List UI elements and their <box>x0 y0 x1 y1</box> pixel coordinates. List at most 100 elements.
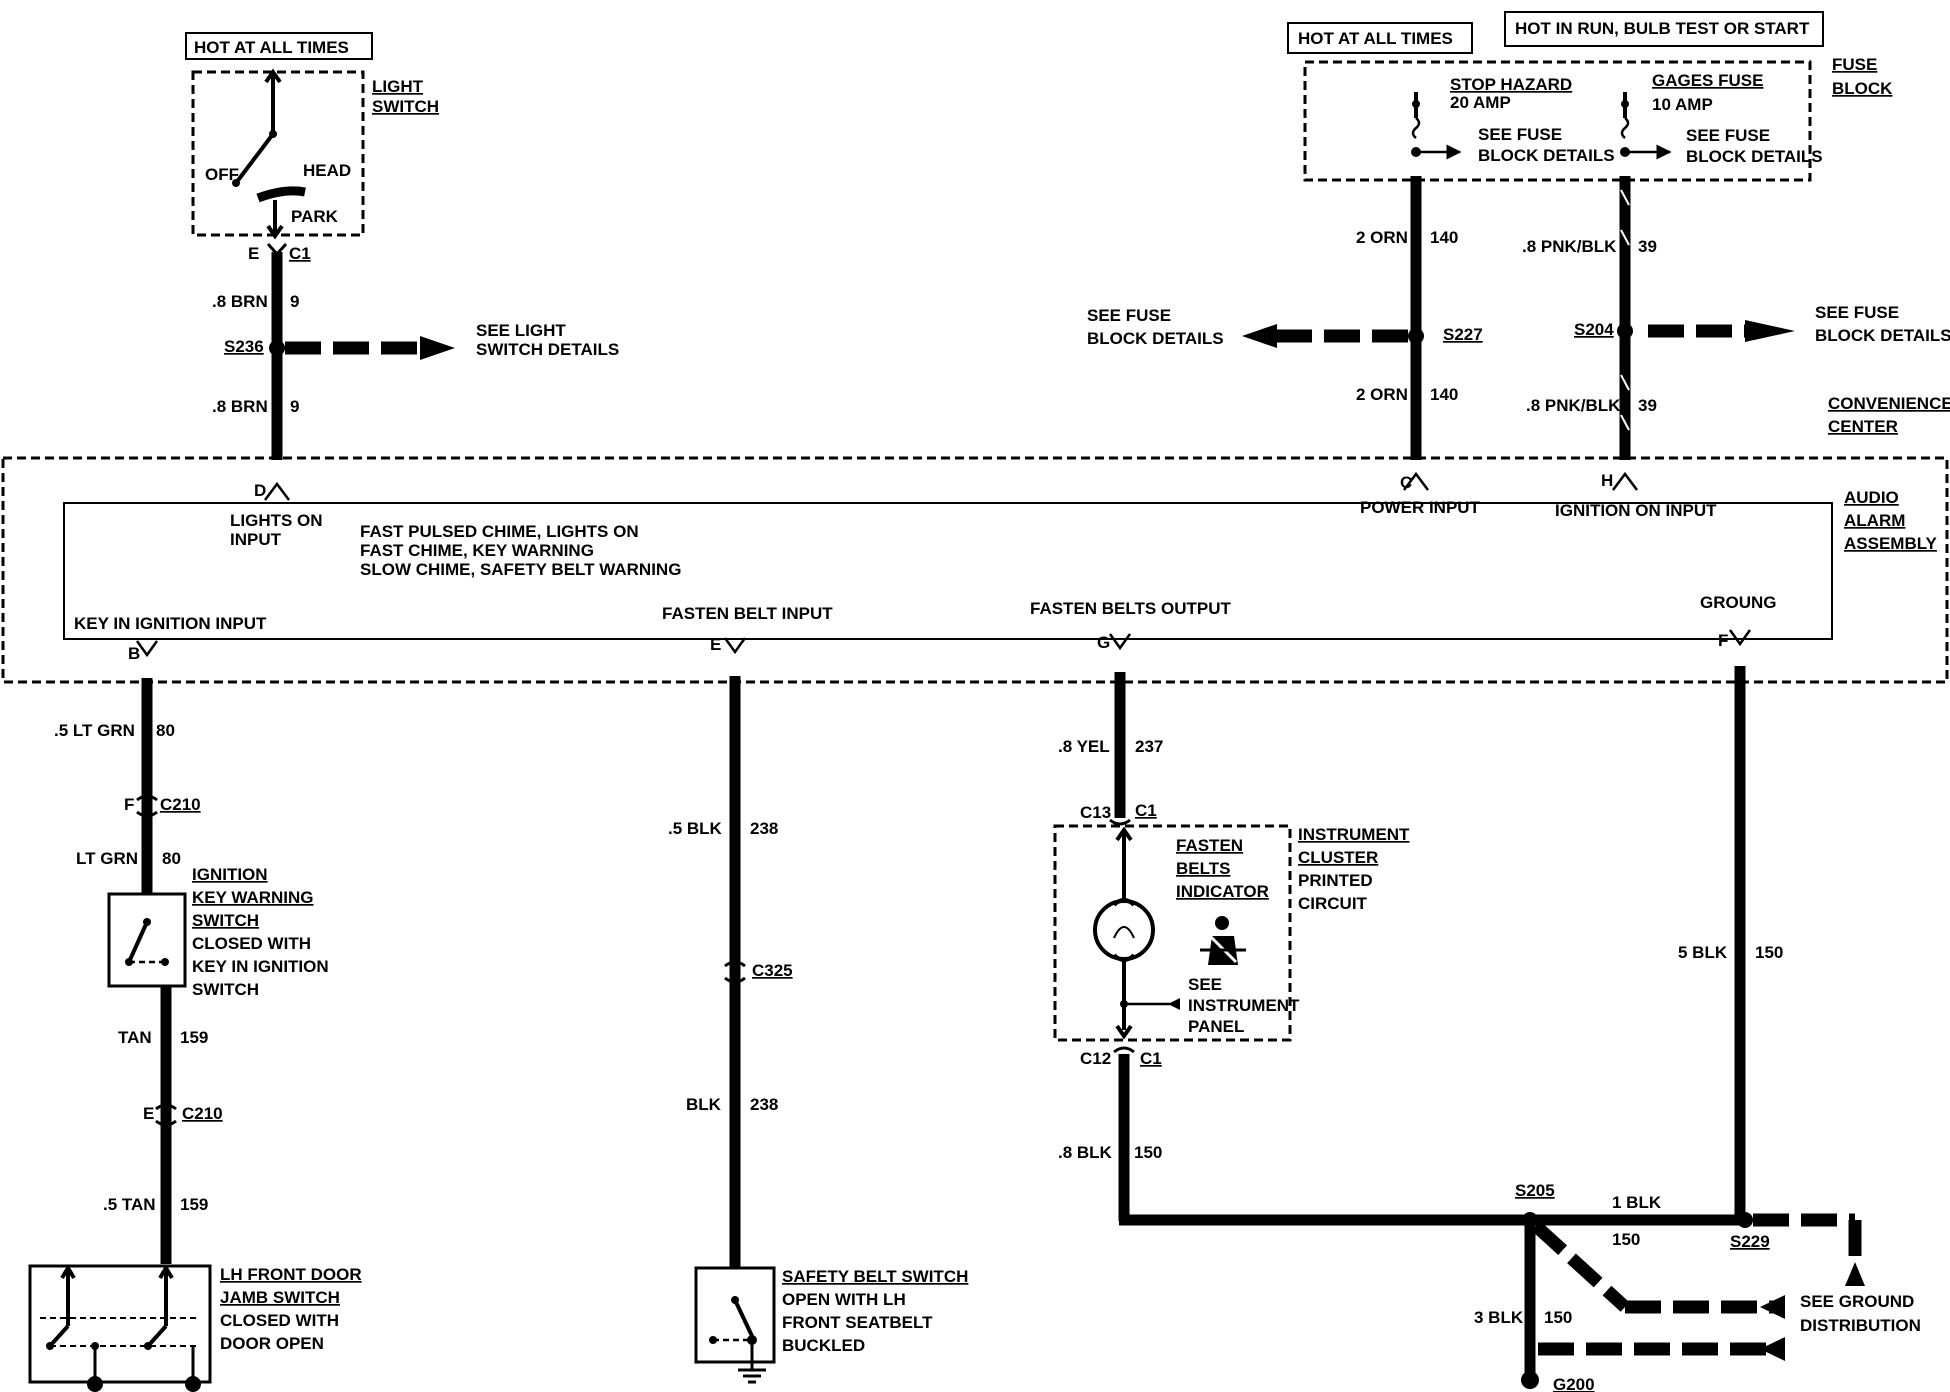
ind-w2-size: .8 BLK <box>1058 1143 1113 1162</box>
gnd-w1-num: 150 <box>1755 943 1783 962</box>
splice-s205 <box>1522 1212 1538 1228</box>
key-c1-name: C210 <box>160 795 201 814</box>
power-circuit-group: 2 ORN 140 S227 SEE FUSE BLOCK DETAILS 2 … <box>1087 176 1483 460</box>
cluster-4: CIRCUIT <box>1298 894 1368 913</box>
fuse-gages <box>1620 117 1630 139</box>
ind-w1-num: 237 <box>1135 737 1163 756</box>
light-switch-head-contact <box>256 186 306 203</box>
gnd-see-1: SEE GROUND <box>1800 1292 1914 1311</box>
audio-alarm-title-2: ALARM <box>1844 511 1905 530</box>
ind-w1-size: .8 YEL <box>1058 737 1110 756</box>
light-switch-title-1: LIGHT <box>372 77 424 96</box>
fuse2-see-2: BLOCK DETAILS <box>1686 147 1823 166</box>
ind-see-1: SEE <box>1188 975 1222 994</box>
ind-1: FASTEN <box>1176 836 1243 855</box>
ign-see-1: SEE FUSE <box>1815 303 1899 322</box>
gnd-w1-size: 5 BLK <box>1678 943 1728 962</box>
alarm-desc-3: SLOW CHIME, SAFETY BELT WARNING <box>360 560 681 579</box>
ind-w2-num: 150 <box>1134 1143 1162 1162</box>
light-switch-hot-label: HOT AT ALL TIMES <box>194 38 349 57</box>
ign-wire-bot-num: 39 <box>1638 396 1657 415</box>
pin-d: D <box>254 481 266 500</box>
gnd-wire-h-size: 1 BLK <box>1612 1193 1662 1212</box>
splice-s229 <box>1737 1212 1753 1228</box>
ignition-key-warning-switch <box>107 892 187 988</box>
splice-s204 <box>1617 323 1633 339</box>
power-see-1: SEE FUSE <box>1087 306 1171 325</box>
ignition-circuit-group: .8 PNK/BLK 39 S204 SEE FUSE BLOCK DETAIL… <box>1522 176 1950 460</box>
fuse1-amp: 20 AMP <box>1450 93 1511 112</box>
key-switch-4: CLOSED WITH <box>192 934 311 953</box>
gnd-w3-size: 3 BLK <box>1474 1308 1524 1327</box>
lights-on-input-1: LIGHTS ON <box>230 511 323 530</box>
convenience-title-2: CENTER <box>1828 417 1898 436</box>
gnd-see-2: DISTRIBUTION <box>1800 1316 1921 1335</box>
fasten-belts-output-label: FASTEN BELTS OUTPUT <box>1030 599 1231 618</box>
fuse-block-title-1: FUSE <box>1832 55 1877 74</box>
pin-g: G <box>1097 633 1110 652</box>
alarm-desc-1: FAST PULSED CHIME, LIGHTS ON <box>360 522 639 541</box>
belt-w2-size: BLK <box>686 1095 722 1114</box>
pin-e: E <box>710 635 721 654</box>
key-w4-size: .5 TAN <box>103 1195 156 1214</box>
door-3: CLOSED WITH <box>220 1311 339 1330</box>
ground-label: GROUNG <box>1700 593 1777 612</box>
light-switch-title-2: SWITCH <box>372 97 439 116</box>
ign-wire-top-num: 39 <box>1638 237 1657 256</box>
ind-see-2: INSTRUMENT <box>1188 996 1300 1015</box>
instrument-cluster-enclosure <box>1053 824 1292 1042</box>
pin-f: F <box>1718 631 1728 650</box>
light-wire-top-num: 9 <box>290 292 299 311</box>
light-switch-connector: C1 <box>289 244 311 263</box>
ind-3: INDICATOR <box>1176 882 1269 901</box>
convenience-title-1: CONVENIENCE <box>1828 394 1950 413</box>
fuse-hot-label-2: HOT IN RUN, BULB TEST OR START <box>1515 19 1810 38</box>
light-switch-pin: E <box>248 244 259 263</box>
fuse-block-enclosure <box>1303 60 1812 182</box>
fuse1-name: STOP HAZARD <box>1450 75 1572 94</box>
key-w1-size: .5 LT GRN <box>54 721 135 740</box>
key-switch-3: SWITCH <box>192 911 259 930</box>
fuse-hot-box-1 <box>1287 22 1473 54</box>
key-switch-5: KEY IN IGNITION <box>192 957 329 976</box>
splice-s204-label: S204 <box>1574 320 1614 339</box>
lh-front-door-jamb-switch <box>28 1264 212 1384</box>
key-circuit-group: .5 LT GRN 80 F C210 LT GRN 80 IGNITION K… <box>28 678 362 1392</box>
ind-2: BELTS <box>1176 859 1230 878</box>
fuse-hot-label-1: HOT AT ALL TIMES <box>1298 29 1453 48</box>
pin-c: C <box>1400 473 1412 492</box>
gnd-wire-h-num: 150 <box>1612 1230 1640 1249</box>
ground-g200 <box>1521 1371 1539 1389</box>
ign-wire-bot-size: .8 PNK/BLK <box>1526 396 1621 415</box>
fuse-block-title-2: BLOCK <box>1832 79 1893 98</box>
gnd-w3-num: 150 <box>1544 1308 1572 1327</box>
splice-s236-label: S236 <box>224 337 264 356</box>
light-switch-blade <box>234 132 275 185</box>
belt-w1-num: 238 <box>750 819 778 838</box>
belt-connector: C325 <box>752 961 793 980</box>
belt-sw-3: FRONT SEATBELT <box>782 1313 933 1332</box>
lights-on-input-2: INPUT <box>230 530 282 549</box>
power-wire-bot-size: 2 ORN <box>1356 385 1408 404</box>
fasten-belt-input-label: FASTEN BELT INPUT <box>662 604 833 623</box>
fuse-block-group: HOT AT ALL TIMES HOT IN RUN, BULB TEST O… <box>1287 11 1893 182</box>
ign-see-2: BLOCK DETAILS <box>1815 326 1950 345</box>
ind-c-top-pin: C13 <box>1080 803 1111 822</box>
key-w2-num: 80 <box>162 849 181 868</box>
fuse2-amp: 10 AMP <box>1652 95 1713 114</box>
s205-ground-dist-link <box>1531 1221 1630 1312</box>
fuse2-name: GAGES FUSE <box>1652 71 1763 90</box>
key-c2-pin: E <box>143 1104 154 1123</box>
light-wire-top-size: .8 BRN <box>212 292 268 311</box>
door-1: LH FRONT DOOR <box>220 1265 362 1284</box>
door-4: DOOR OPEN <box>220 1334 324 1353</box>
light-switch-enclosure <box>191 70 365 237</box>
alarm-desc-2: FAST CHIME, KEY WARNING <box>360 541 594 560</box>
power-wire-bot-num: 140 <box>1430 385 1458 404</box>
audio-alarm-group: CONVENIENCE CENTER AUDIO ALARM ASSEMBLY … <box>1 394 1950 684</box>
key-switch-1: IGNITION <box>192 865 268 884</box>
pin-h: H <box>1601 471 1613 490</box>
light-switch-hot-box <box>185 32 373 60</box>
ignition-on-input-label: IGNITION ON INPUT <box>1555 501 1717 520</box>
splice-s227 <box>1408 328 1424 344</box>
